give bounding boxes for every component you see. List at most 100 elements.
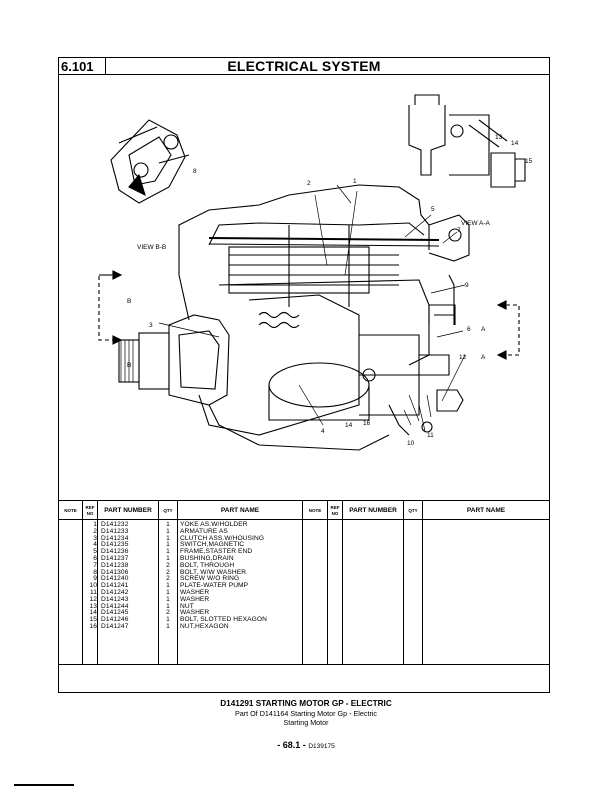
col-qty-2: QTY	[408, 507, 418, 513]
callout-14-top: 14	[511, 140, 519, 147]
part-number-cell: D141245	[101, 609, 129, 617]
qty-cell: 1	[166, 589, 170, 596]
callout-10: 10	[407, 440, 415, 447]
qty-cell: 1	[166, 527, 170, 535]
page-title: ELECTRICAL SYSTEM	[227, 58, 381, 74]
ref-cell: 16	[89, 623, 97, 630]
column-rule	[82, 500, 83, 664]
part-name-cell: ARMATURE AS	[180, 527, 228, 535]
callout-1: 1	[353, 178, 357, 185]
part-name-cell: FRAME,STASTER END	[180, 548, 253, 556]
table-row: 3 D141234 1 CLUTCH ASS.W/HOUSING	[59, 535, 302, 542]
ref-cell: 13	[89, 602, 97, 610]
part-number-cell: D141237	[101, 555, 129, 562]
part-name-cell: NUT,HEXAGON	[180, 623, 229, 630]
callout-7: 7	[457, 227, 461, 234]
document-code: D139175	[308, 743, 335, 750]
qty-cell: 1	[166, 602, 170, 610]
callout-11: 11	[427, 432, 434, 439]
col-note-2: NOTE	[308, 507, 322, 513]
part-name-cell: WASHER	[180, 589, 210, 596]
arrow-b-top-label: B	[127, 298, 131, 305]
callout-5: 5	[431, 206, 435, 213]
part-number-cell: D141236	[101, 548, 129, 556]
part-name-cell: BUSHING,DRAIN	[180, 555, 234, 562]
starter-motor-drawing: VIEW B-B VIEW A-A B B A A 1 2 3 4 5 6 7 …	[59, 75, 549, 500]
ref-cell: 3	[93, 534, 97, 542]
qty-cell: 1	[166, 541, 170, 549]
view-b-label: VIEW B-B	[137, 244, 166, 251]
part-number-cell: D141244	[101, 602, 129, 610]
ref-cell: 9	[93, 575, 97, 583]
part-number-cell: D141234	[101, 534, 129, 542]
column-rule	[177, 500, 178, 664]
part-number-cell: D141242	[101, 589, 129, 596]
col-note: NOTE	[64, 507, 77, 513]
table-row: 2 D141233 1 ARMATURE AS	[59, 528, 302, 535]
qty-cell: 1	[166, 623, 170, 630]
callout-8: 8	[193, 168, 197, 175]
callout-12: 12	[459, 354, 467, 361]
qty-cell: 1	[166, 521, 170, 528]
callout-6: 6	[467, 326, 471, 333]
callout-15: 15	[525, 158, 533, 165]
ref-cell: 2	[93, 527, 97, 535]
caption-group-title: D141291 STARTING MOTOR GP - ELECTRIC	[220, 699, 392, 708]
column-rule	[327, 500, 328, 664]
callout-16: 16	[363, 420, 371, 427]
page-footer: - 68.1 - D139175	[0, 740, 612, 750]
qty-cell: 1	[166, 595, 170, 603]
column-rule	[403, 500, 404, 664]
part-name-cell: PLATE-WATER PUMP	[180, 582, 249, 590]
callout-13: 13	[495, 134, 503, 141]
part-number-cell: D141306	[101, 568, 129, 576]
part-number-cell: D141238	[101, 561, 129, 569]
qty-cell: 2	[166, 568, 170, 576]
part-number-cell: D141233	[101, 527, 129, 535]
caption-part-of: Part Of D141164 Starting Motor Gp - Elec…	[234, 709, 378, 718]
page-number: - 68.1 -	[277, 740, 306, 750]
ref-cell: 11	[89, 589, 97, 596]
col-part-name: PART NAME	[220, 507, 260, 514]
qty-cell: 1	[166, 616, 170, 624]
ref-cell: 5	[93, 548, 97, 556]
view-a-label: VIEW A-A	[461, 220, 491, 227]
column-rule	[342, 500, 343, 664]
exploded-view-illustration: VIEW B-B VIEW A-A B B A A 1 2 3 4 5 6 7 …	[98, 94, 533, 451]
caption-assembly: Starting Motor	[283, 718, 329, 727]
table-bottom-rule	[59, 664, 549, 665]
part-name-cell: SCREW W/O RING	[180, 575, 240, 583]
ref-cell: 12	[89, 595, 97, 603]
section-number: 6.101	[61, 59, 94, 74]
qty-cell: 1	[166, 534, 170, 542]
col-part-number: PART NUMBER	[104, 507, 152, 514]
callout-2: 2	[307, 180, 311, 187]
callout-14: 14	[345, 422, 353, 429]
part-name-cell: CLUTCH ASS.W/HOUSING	[180, 534, 265, 542]
part-number-cell: D141240	[101, 575, 129, 583]
part-name-cell: WASHER	[180, 595, 210, 603]
scan-edge-mark	[14, 784, 74, 786]
part-name-cell: SWITCH,MAGNETIC	[180, 541, 245, 549]
arrow-a-top-label: A	[481, 326, 486, 333]
column-rule	[422, 500, 423, 664]
ref-cell: 14	[89, 609, 97, 617]
part-number-cell: D141246	[101, 616, 129, 624]
part-name-cell: BOLT, W/W WASHER	[180, 568, 247, 576]
parts-table-header: NOTE REF NO PART NUMBER QTY PART NAME NO…	[59, 500, 549, 520]
callout-9: 9	[465, 282, 469, 289]
ref-cell: 6	[93, 555, 97, 562]
ref-cell: 1	[93, 521, 97, 528]
header-divider	[105, 58, 107, 74]
